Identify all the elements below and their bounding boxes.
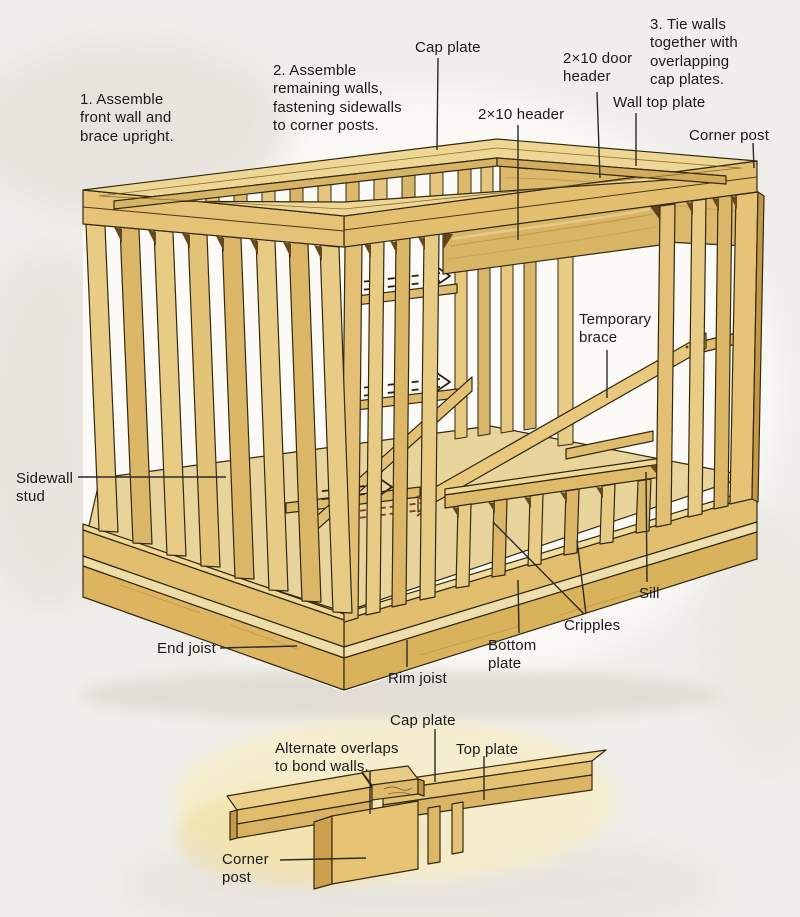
detail-corner-post <box>313 800 419 890</box>
label-door-header: 2×10 door header <box>563 50 633 86</box>
leader-sill <box>645 471 648 583</box>
temporary-brace-board <box>417 332 707 513</box>
leader-lines <box>78 57 755 861</box>
label-detail-top-plate: Top plate <box>456 741 519 758</box>
step-2-note: 2. Assemble remaining walls, fastening s… <box>273 62 402 134</box>
cripple-studs <box>452 464 662 589</box>
leader-detail-corner-post <box>279 857 367 861</box>
label-temporary-brace: Temporary brace <box>579 311 652 347</box>
label-detail-cap-plate: Cap plate <box>390 712 456 729</box>
step-1-note: 1. Assemble front wall and brace upright… <box>80 91 174 145</box>
label-detail-corner-post: Corner post <box>222 851 269 887</box>
side-wall <box>82 189 353 648</box>
label-sill: Sill <box>639 585 660 602</box>
label-bottom-plate: Bottom plate <box>488 637 537 673</box>
label-end-joist: End joist <box>157 640 216 657</box>
leader-cripples-1 <box>492 521 585 615</box>
wall-frame-structure <box>82 138 765 692</box>
label-cap-plate: Cap plate <box>415 39 481 56</box>
floor-platform <box>82 521 758 691</box>
leader-door-header <box>596 91 601 179</box>
overlapping-cap-end <box>361 765 425 801</box>
step-3-note: 3. Tie walls together with overlapping c… <box>650 16 738 88</box>
leader-corner-post <box>752 142 755 169</box>
leader-cap-plate <box>436 57 439 151</box>
leader-cripples-2 <box>576 539 587 615</box>
label-cripples: Cripples <box>564 617 621 634</box>
rim-joist-board <box>343 531 758 691</box>
label-header: 2×10 header <box>478 106 565 123</box>
label-rim-joist: Rim joist <box>388 670 447 687</box>
front-wall-studs <box>340 191 765 624</box>
label-wall-top-plate: Wall top plate <box>613 94 706 111</box>
label-sidewall-stud: Sidewall stud <box>16 470 74 506</box>
label-alternate-overlaps: Alternate overlaps to bond walls. <box>275 740 399 776</box>
leader-bottom-plate <box>517 579 520 634</box>
corner-overlap-detail <box>226 749 607 890</box>
leader-end-joist <box>219 645 298 649</box>
cap-plate-ring <box>82 138 758 217</box>
label-corner-post: Corner post <box>689 127 770 144</box>
